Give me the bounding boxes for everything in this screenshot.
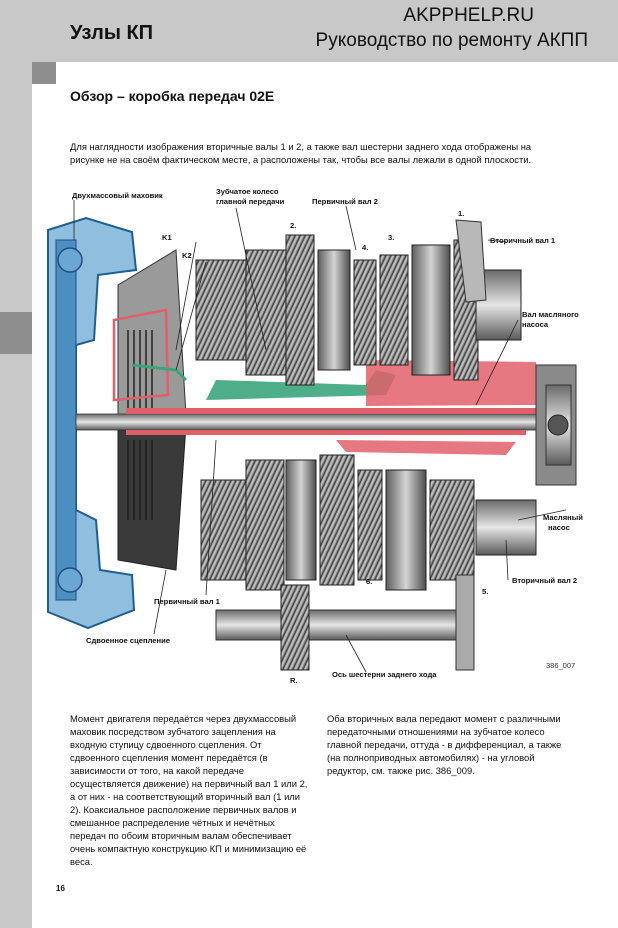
label-main-gear-line2: главной передачи bbox=[216, 197, 285, 206]
label-gear-4: 4. bbox=[362, 243, 368, 252]
label-gear-5: 5. bbox=[482, 587, 488, 596]
page-number: 16 bbox=[56, 884, 65, 893]
label-k2: K2 bbox=[182, 251, 192, 260]
left-margin-strip bbox=[0, 0, 32, 928]
label-input-shaft-2: Первичный вал 2 bbox=[312, 197, 378, 206]
oil-pump bbox=[535, 364, 577, 486]
label-flywheel: Двухмассовый маховик bbox=[72, 191, 163, 200]
label-input-shaft-1: Первичный вал 1 bbox=[154, 597, 221, 606]
chapter-tab-marker bbox=[0, 312, 32, 354]
label-reverse: R. bbox=[290, 676, 298, 685]
page-title: Обзор – коробка передач 02E bbox=[70, 88, 275, 104]
label-oil-pump-shaft-line2: насоса bbox=[522, 320, 549, 329]
label-k1: K1 bbox=[162, 233, 172, 242]
dual-mass-flywheel bbox=[47, 216, 138, 630]
body-text-column-1: Момент двигателя передаётся через двухма… bbox=[70, 713, 308, 867]
label-output-shaft-2: Вторичный вал 2 bbox=[512, 576, 577, 585]
label-output-shaft-1: Вторичный вал 1 bbox=[490, 236, 556, 245]
label-main-gear-line1: Зубчатое колесо bbox=[216, 187, 279, 196]
header-corner-block bbox=[32, 62, 56, 84]
callout-leader-lines bbox=[73, 200, 567, 673]
label-oil-pump-shaft-line1: Вал масляного bbox=[522, 310, 579, 319]
label-gear-3: 3. bbox=[388, 233, 394, 242]
reverse-gear-shaft bbox=[215, 574, 475, 671]
label-gear-6: 6. bbox=[366, 577, 372, 586]
body-text-column-2: Оба вторичных вала передают момент с раз… bbox=[327, 713, 562, 776]
intro-paragraph: Для наглядности изображения вторичные ва… bbox=[70, 141, 532, 165]
figure-id: 386_007 bbox=[546, 661, 575, 670]
section-title: Узлы КП bbox=[70, 22, 154, 44]
label-gear-1: 1. bbox=[458, 209, 464, 218]
label-gear-2: 2. bbox=[290, 221, 296, 230]
label-oil-pump-line2: насос bbox=[548, 523, 570, 532]
label-dual-clutch: Сдвоенное сцепление bbox=[86, 636, 170, 645]
label-reverse-shaft: Ось шестерни заднего хода bbox=[332, 670, 437, 679]
site-name: AKPPHELP.RU bbox=[403, 5, 534, 26]
upper-gear-set bbox=[195, 219, 522, 386]
manual-title: Руководство по ремонту АКПП bbox=[315, 30, 588, 51]
lower-gear-set bbox=[200, 454, 537, 591]
gearbox-cutaway-diagram: Двухмассовый маховик Зубчатое колесо гла… bbox=[47, 187, 583, 685]
dual-clutch-pack bbox=[112, 249, 188, 571]
page-header bbox=[32, 0, 618, 62]
label-oil-pump-line1: Масляный bbox=[543, 513, 583, 522]
